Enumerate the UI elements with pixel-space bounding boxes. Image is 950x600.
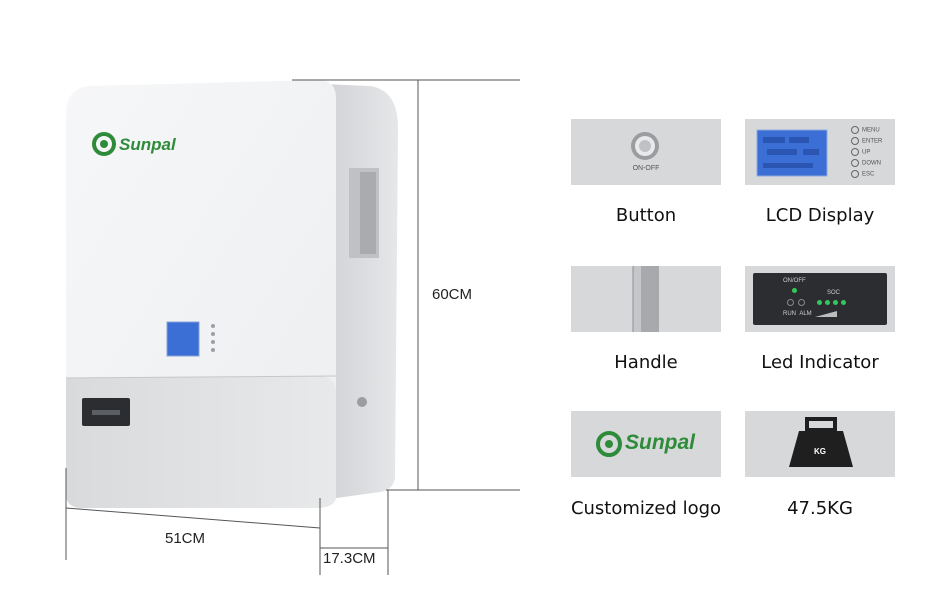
lcd-key-enter: ENTER: [851, 137, 895, 148]
logo-wordmark: Sunpal: [625, 431, 696, 454]
height-dimension-label: 60CM: [432, 286, 473, 303]
dimension-lines: [65, 79, 520, 575]
weight-icon: [789, 417, 853, 467]
lcd-key-esc: ESC: [851, 170, 895, 181]
depth-dimension-label: 17.3CM: [323, 550, 376, 567]
led-on-off-label: ON/OFF: [783, 278, 806, 284]
sunpal-logo-icon: [596, 431, 622, 457]
weight-tag-label: KG: [814, 447, 826, 456]
front-lcd-keys: [211, 324, 215, 352]
handle-icon: [632, 266, 659, 332]
led-soc-light-4: [841, 300, 846, 305]
lcd-key-menu: MENU: [851, 126, 895, 137]
width-dimension-label: 51CM: [165, 530, 206, 547]
led-soc-light-3: [833, 300, 838, 305]
led-run-label: RUN ALM: [783, 311, 812, 317]
lcd-display-icon: [756, 129, 828, 177]
logo-feature-tile: Sunpal: [571, 411, 721, 477]
feature-caption-weight: 47.5KG: [787, 498, 853, 519]
feature-caption-handle: Handle: [614, 352, 678, 373]
feature-caption-logo: Customized logo: [570, 498, 722, 519]
led-soc-light-2: [825, 300, 830, 305]
battery-bottom-cover: [66, 376, 336, 508]
led-soc-label: SOC: [827, 290, 841, 296]
lcd-key-down: DOWN: [851, 159, 895, 170]
front-lcd-screen: [166, 321, 200, 357]
handle-feature-tile: [571, 266, 721, 332]
front-logo-wordmark: Sunpal: [119, 135, 177, 154]
feature-caption-led: Led Indicator: [761, 352, 879, 373]
weight-feature-tile: KG: [745, 411, 895, 477]
battery-product-image: Sunpal: [65, 79, 520, 575]
led-feature-tile: ON/OFF SOC RUN ALM: [745, 266, 895, 332]
lcd-feature-tile: MENU ENTER UP DOWN ESC: [745, 119, 895, 185]
led-indicator-panel: ON/OFF SOC RUN ALM: [753, 273, 887, 325]
led-on-off-light: [792, 288, 797, 293]
led-soc-light-1: [817, 300, 822, 305]
lcd-key-list: MENU ENTER UP DOWN ESC: [851, 126, 895, 181]
power-button-icon: [631, 132, 659, 160]
side-screw: [357, 397, 367, 407]
feature-caption-lcd: LCD Display: [765, 205, 875, 226]
led-run-light: [787, 299, 794, 306]
button-feature-tile: ON-OFF: [571, 119, 721, 185]
feature-caption-button: Button: [615, 205, 677, 226]
led-alm-light: [798, 299, 805, 306]
power-button-label: ON-OFF: [632, 165, 660, 172]
lcd-key-up: UP: [851, 148, 895, 159]
front-logo: [92, 132, 116, 156]
led-soc-ramp-icon: [815, 311, 837, 317]
